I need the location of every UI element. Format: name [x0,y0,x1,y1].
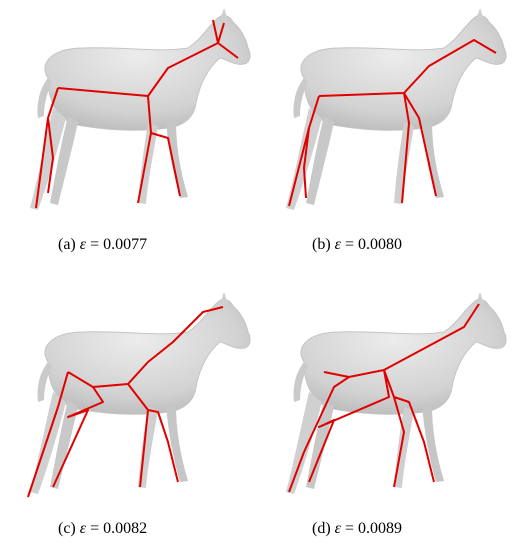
horse-skeleton-a [8,8,258,218]
panel-b-figure [264,8,514,218]
caption-c: (c) ε = 0.0082 [58,520,147,538]
panel-c-figure [8,292,258,502]
horse-skeleton-b [264,8,514,218]
horse-skeleton-c [8,292,258,502]
caption-b: (b) ε = 0.0080 [312,236,402,254]
caption-a: (a) ε = 0.0077 [58,236,147,254]
panel-d-figure [264,292,514,502]
caption-d: (d) ε = 0.0089 [312,520,402,538]
panel-a-figure [8,8,258,218]
horse-skeleton-d [264,292,514,502]
